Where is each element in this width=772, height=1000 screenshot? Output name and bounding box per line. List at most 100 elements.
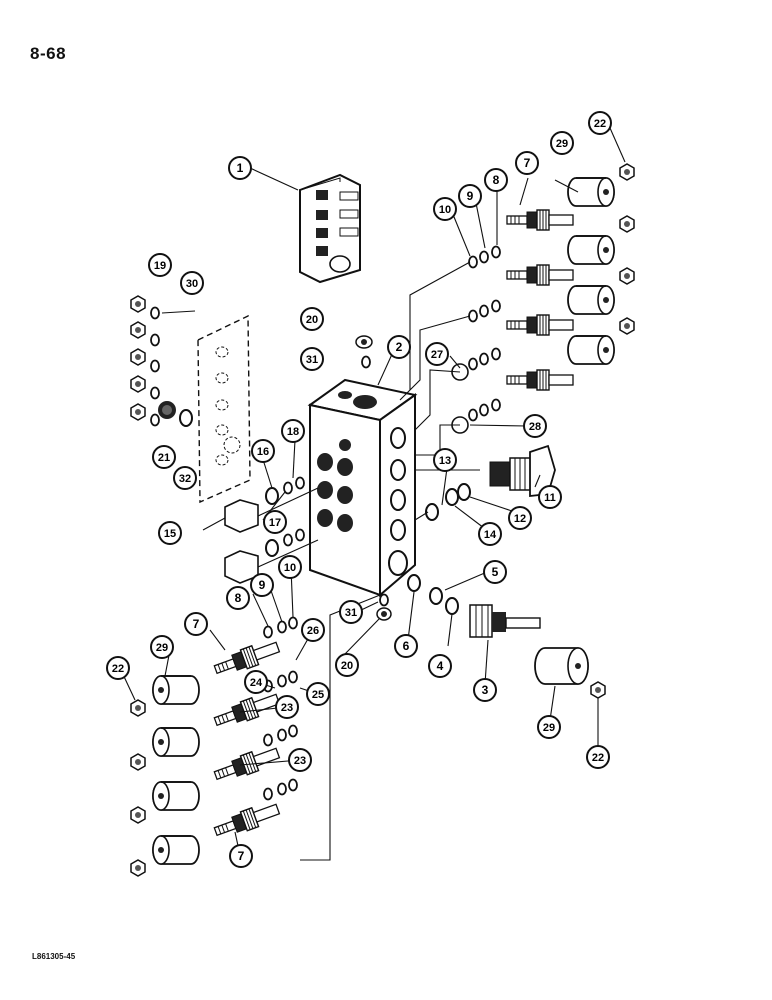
callout-label: 10: [284, 562, 296, 574]
callout-circle: [586, 745, 610, 769]
callout-circle: [158, 521, 182, 545]
callout-circle: [301, 618, 325, 642]
callout-14: 14: [478, 522, 502, 546]
callout-22: 22: [586, 745, 610, 769]
callout-label: 20: [341, 660, 353, 672]
callout-circle: [483, 560, 507, 584]
callout-label: 27: [431, 349, 443, 361]
callout-7: 7: [229, 844, 253, 868]
callout-9: 9: [458, 184, 482, 208]
callout-circle: [515, 151, 539, 175]
callout-18: 18: [281, 419, 305, 443]
callout-circle: [173, 466, 197, 490]
valve-bank-overview: [299, 173, 361, 284]
page-number: 8-68: [30, 44, 67, 63]
valve-body: [307, 378, 418, 598]
callout-circle: [300, 307, 324, 331]
callout-circle: [250, 573, 274, 597]
callout-23: 23: [275, 695, 299, 719]
callout-3: 3: [473, 678, 497, 702]
callout-label: 31: [306, 354, 318, 366]
callout-circle: [229, 844, 253, 868]
callout-26: 26: [301, 618, 325, 642]
callout-circle: [244, 670, 268, 694]
callout-label: 22: [112, 663, 124, 675]
callout-label: 29: [543, 722, 555, 734]
callout-label: 7: [524, 156, 531, 170]
callout-28: 28: [523, 414, 547, 438]
callout-label: 6: [403, 639, 410, 653]
callout-circle: [150, 635, 174, 659]
callout-31: 31: [339, 600, 363, 624]
callout-label: 2: [396, 340, 403, 354]
callout-label: 25: [312, 689, 324, 701]
gasket-plate: [197, 314, 251, 504]
callout-20: 20: [335, 653, 359, 677]
callout-circle: [433, 197, 457, 221]
callout-label: 11: [544, 492, 556, 504]
callout-label: 24: [250, 677, 263, 689]
callout-group: 1234567778899101011121314151617181920202…: [106, 111, 612, 868]
callout-label: 9: [467, 189, 474, 203]
callout-circle: [228, 156, 252, 180]
callout-15: 15: [158, 521, 182, 545]
callout-circle: [425, 342, 449, 366]
callout-label: 17: [269, 517, 281, 529]
relief-valve: [425, 444, 556, 521]
left-port-plugs: [224, 476, 305, 584]
upper-solenoid-valves: [451, 163, 635, 434]
callout-25: 25: [306, 682, 330, 706]
callout-31: 31: [300, 347, 324, 371]
callout-4: 4: [428, 654, 452, 678]
callout-label: 22: [592, 752, 604, 764]
callout-20: 20: [300, 307, 324, 331]
callout-8: 8: [484, 168, 508, 192]
callout-label: 15: [164, 528, 176, 540]
callout-12: 12: [508, 506, 532, 530]
callout-30: 30: [180, 271, 204, 295]
lower-right-valve: [407, 574, 606, 699]
callout-label: 29: [556, 138, 568, 150]
callout-circle: [281, 419, 305, 443]
callout-16: 16: [251, 439, 275, 463]
callout-circle: [394, 634, 418, 658]
callout-circle: [148, 253, 172, 277]
callout-label: 23: [281, 702, 293, 714]
callout-27: 27: [425, 342, 449, 366]
callout-8: 8: [226, 586, 250, 610]
callout-label: 7: [238, 849, 245, 863]
callout-label: 5: [492, 565, 499, 579]
callout-circle: [537, 715, 561, 739]
callout-circle: [278, 555, 302, 579]
callout-circle: [106, 656, 130, 680]
callout-label: 32: [179, 473, 191, 485]
callout-21: 21: [152, 445, 176, 469]
callout-label: 8: [493, 173, 500, 187]
callout-label: 20: [306, 314, 318, 326]
callout-circle: [538, 485, 562, 509]
callout-label: 23: [294, 755, 306, 767]
callout-circle: [523, 414, 547, 438]
callout-label: 10: [439, 204, 451, 216]
callout-circle: [152, 445, 176, 469]
callout-2: 2: [387, 335, 411, 359]
drawing-code: L861305-45: [32, 952, 76, 961]
callout-circle: [550, 131, 574, 155]
callout-label: 14: [484, 529, 497, 541]
callout-label: 8: [235, 591, 242, 605]
callout-circle: [288, 748, 312, 772]
callout-circle: [484, 168, 508, 192]
callout-label: 31: [345, 607, 357, 619]
callout-label: 19: [154, 260, 166, 272]
callout-22: 22: [106, 656, 130, 680]
callout-label: 1: [237, 161, 244, 175]
callout-circle: [387, 335, 411, 359]
callout-circle: [433, 448, 457, 472]
callout-circle: [226, 586, 250, 610]
callout-circle: [263, 510, 287, 534]
callout-9: 9: [250, 573, 274, 597]
callout-5: 5: [483, 560, 507, 584]
small-plugs: [355, 335, 392, 621]
callout-label: 9: [259, 578, 266, 592]
